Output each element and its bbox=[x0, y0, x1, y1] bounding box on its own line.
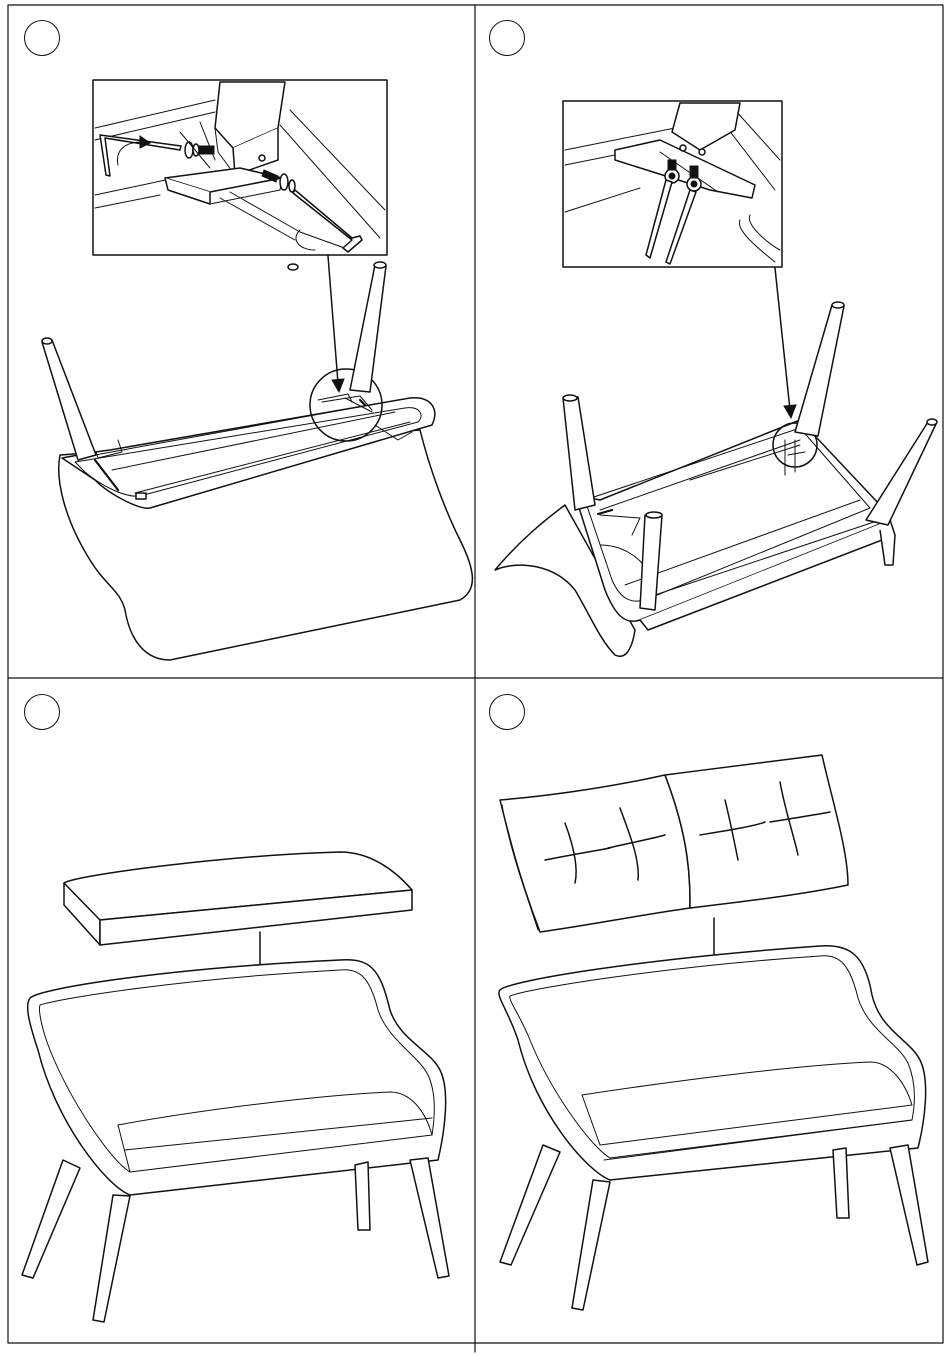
step-4-back-cushions bbox=[500, 755, 848, 932]
step-4-sofa-frame bbox=[499, 946, 928, 1310]
